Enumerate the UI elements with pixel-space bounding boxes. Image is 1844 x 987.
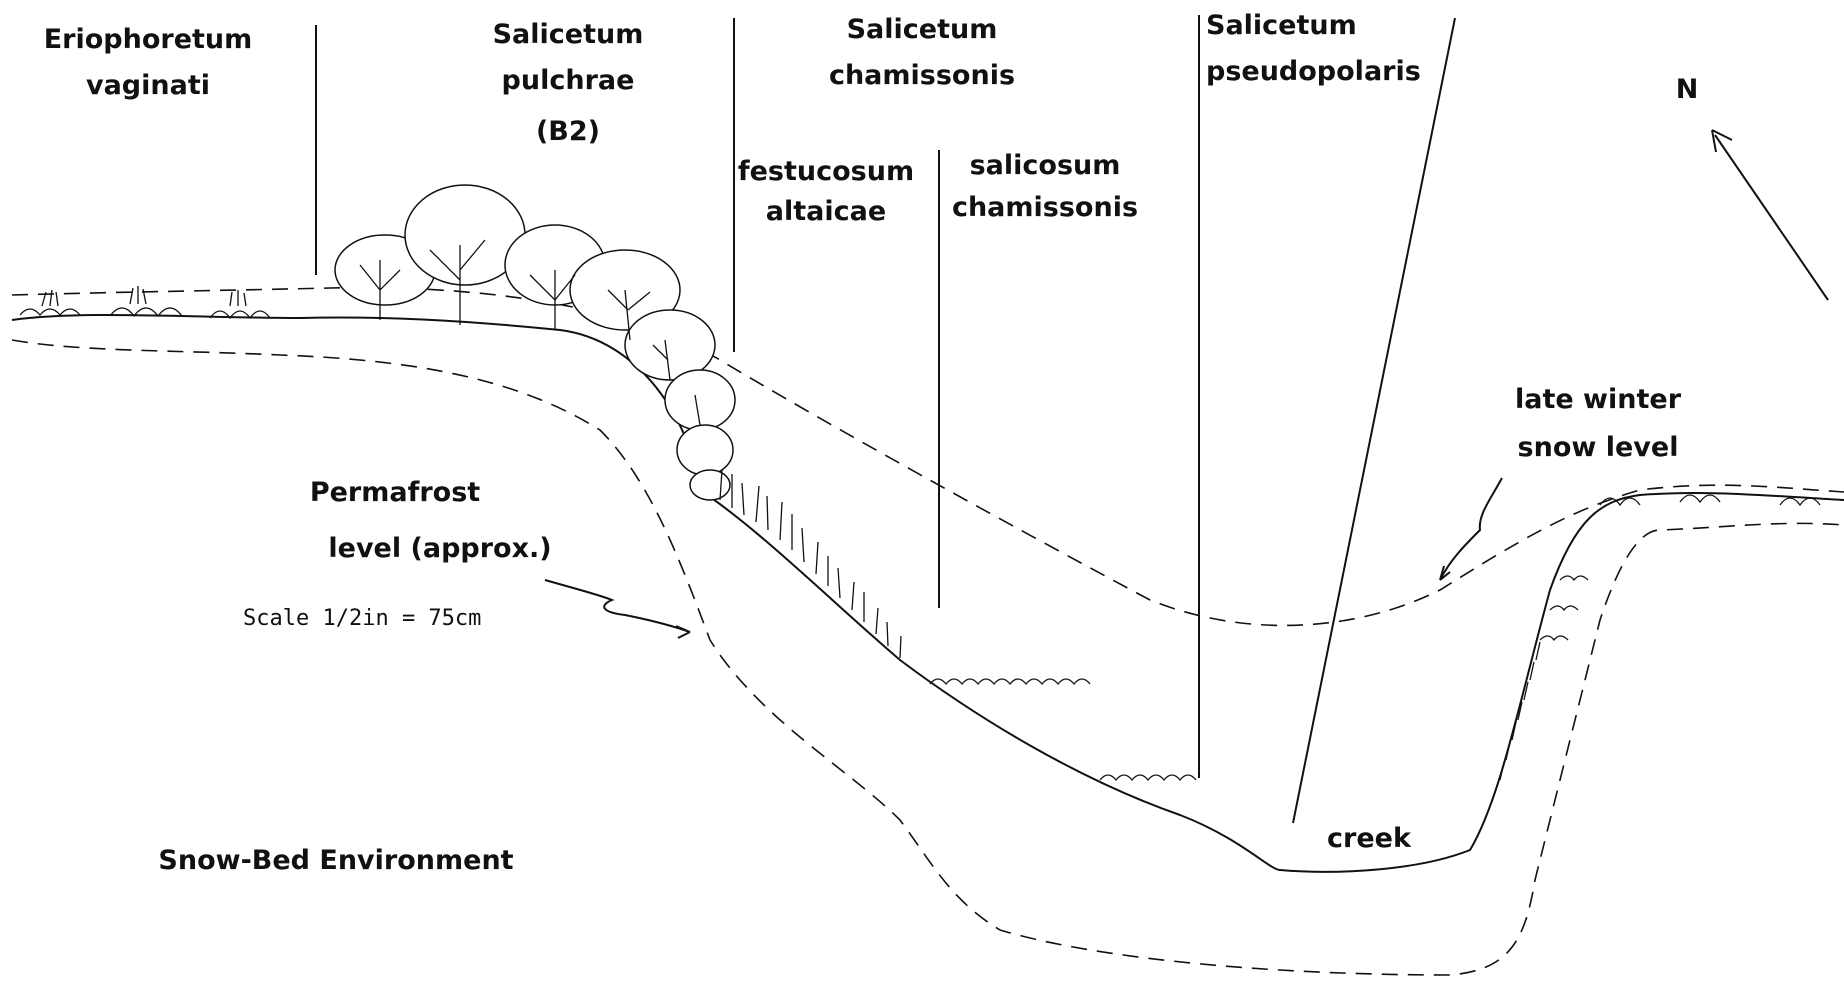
zone-label-chamissonis-line2: chamissonis bbox=[829, 60, 1015, 91]
divider-pseudopolaris-edge bbox=[1293, 18, 1455, 823]
subzone-label-festucosum-line2: altaicae bbox=[766, 196, 886, 227]
grass-vegetation bbox=[720, 470, 901, 658]
diagram-title: Snow-Bed Environment bbox=[158, 845, 513, 876]
north-arrow bbox=[1712, 130, 1828, 300]
zone-label-pulchrae-line3: (B2) bbox=[536, 116, 600, 147]
subzone-label-festucosum-line1: festucosum bbox=[738, 156, 914, 187]
zone-label-eriophoretum-line2: vaginati bbox=[86, 70, 210, 101]
cushion-vegetation bbox=[930, 679, 1196, 780]
willow-shrubs bbox=[335, 185, 735, 500]
zone-label-pulchrae-line1: Salicetum bbox=[493, 19, 644, 50]
zone-label-chamissonis-line1: Salicetum bbox=[847, 14, 998, 45]
right-bank-vegetation bbox=[1500, 495, 1820, 780]
snow-level-label-line1: late winter bbox=[1515, 384, 1682, 415]
snow-level-label-line2: snow level bbox=[1518, 432, 1679, 463]
north-label: N bbox=[1676, 74, 1699, 105]
zone-label-pseudopolaris-line2: pseudopolaris bbox=[1206, 56, 1421, 87]
subzone-label-salicosum-line2: chamissonis bbox=[952, 192, 1138, 223]
permafrost-label-line2: level (approx.) bbox=[328, 533, 551, 564]
subzone-label-salicosum-line1: salicosum bbox=[970, 150, 1121, 181]
permafrost-pointer-arrow bbox=[545, 580, 690, 638]
zone-label-pseudopolaris-line1: Salicetum bbox=[1206, 10, 1357, 41]
snow-level-pointer-arrow bbox=[1440, 478, 1502, 580]
scale-label: Scale 1/2in = 75cm bbox=[243, 606, 481, 631]
zone-label-pulchrae-line2: pulchrae bbox=[502, 65, 635, 96]
permafrost-label-line1: Permafrost bbox=[310, 477, 480, 508]
creek-label: creek bbox=[1327, 823, 1412, 854]
zone-label-eriophoretum-line1: Eriophoretum bbox=[44, 24, 253, 55]
